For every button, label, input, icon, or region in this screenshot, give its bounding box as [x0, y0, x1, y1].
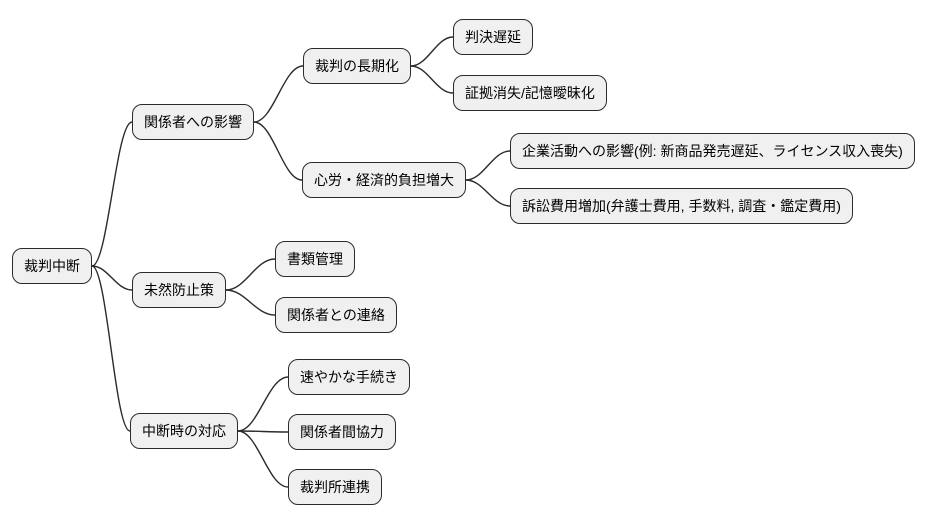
mindmap-node-root: 裁判中断: [12, 248, 92, 284]
mindmap-node-court: 裁判所連携: [288, 469, 382, 505]
mindmap-edge-prolongation-delay: [410, 36, 454, 67]
mindmap-node-cooperation: 関係者間協力: [288, 414, 396, 450]
mindmap-node-response: 中断時の対応: [130, 413, 238, 449]
mindmap-edge-prolongation-evidence: [410, 65, 454, 94]
mindmap-edge-root-response: [91, 265, 131, 432]
mindmap-edge-response-cooperation: [237, 430, 289, 433]
mindmap-edge-response-court: [237, 430, 289, 488]
mindmap-edge-prevention-documents: [225, 258, 276, 291]
mindmap-edge-burden-business: [465, 150, 511, 181]
mindmap-node-business: 企業活動への影響(例: 新商品発売遅延、ライセンス収入喪失): [510, 133, 915, 169]
mindmap-edge-root-impact: [91, 121, 133, 267]
mindmap-node-procedure: 速やかな手続き: [288, 359, 410, 395]
mindmap-edge-response-procedure: [237, 376, 289, 432]
mindmap-edge-prevention-contact: [225, 289, 276, 316]
mindmap-node-delay: 判決遅延: [453, 19, 533, 55]
mindmap-node-prevention: 未然防止策: [132, 272, 226, 308]
mindmap-node-evidence: 証拠消失/記憶曖昧化: [453, 75, 607, 111]
mindmap-node-impact: 関係者への影響: [132, 104, 254, 140]
mindmap-edge-impact-burden: [253, 121, 303, 181]
mindmap-edge-root-prevention: [91, 265, 133, 291]
mindmap-edge-burden-cost: [465, 179, 511, 207]
mindmap-node-cost: 訴訟費用増加(弁護士費用, 手数料, 調査・鑑定費用): [510, 188, 853, 224]
mindmap-edge-impact-prolongation: [253, 65, 304, 123]
mindmap-node-contact: 関係者との連絡: [275, 297, 397, 333]
mindmap-node-documents: 書類管理: [275, 241, 355, 277]
mindmap-node-prolongation: 裁判の長期化: [303, 48, 411, 84]
mindmap-node-burden: 心労・経済的負担増大: [302, 162, 466, 198]
